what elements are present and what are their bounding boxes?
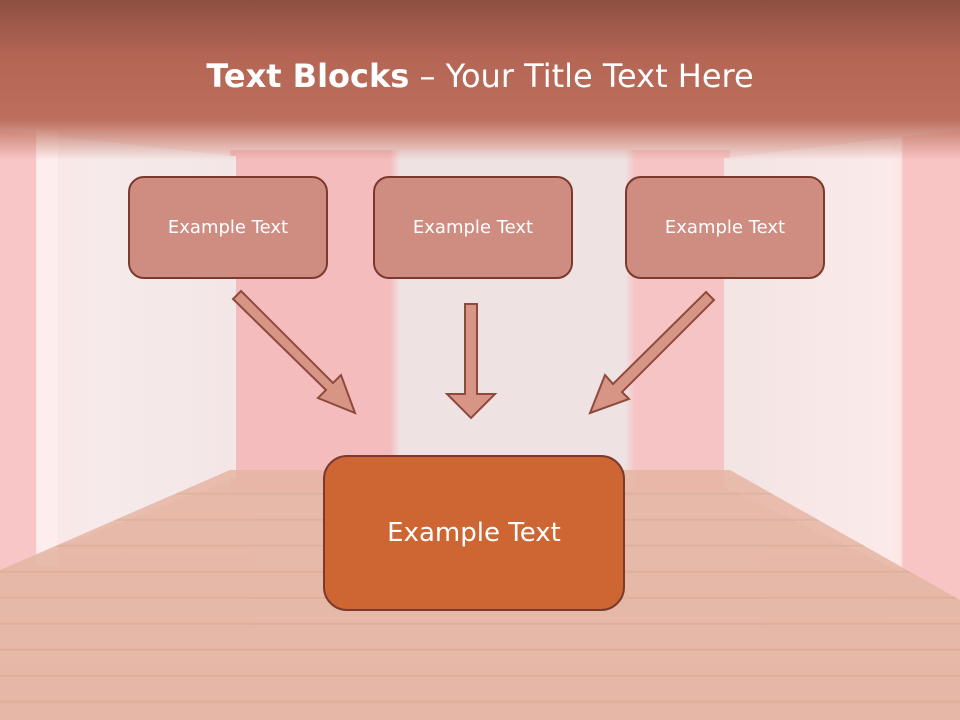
title-bold-part: Text Blocks <box>206 57 410 95</box>
text-block-right-label: Example Text <box>664 217 786 238</box>
text-block-main[interactable]: Example Text <box>323 455 625 611</box>
background-left-pillar <box>36 130 58 566</box>
title-separator: – <box>409 57 446 95</box>
text-block-center[interactable]: Example Text <box>373 176 573 279</box>
text-block-left[interactable]: Example Text <box>128 176 328 279</box>
text-block-center-label: Example Text <box>412 217 534 238</box>
arrow-down-icon <box>444 303 498 420</box>
arrow-down-right-icon <box>231 289 357 415</box>
text-block-right[interactable]: Example Text <box>625 176 825 279</box>
arrow-down-left-icon <box>588 290 716 415</box>
title-band <box>0 0 960 160</box>
title-rest-part: Your Title Text Here <box>445 57 754 95</box>
text-block-left-label: Example Text <box>167 217 289 238</box>
slide-title[interactable]: Text Blocks – Your Title Text Here <box>0 54 960 98</box>
text-block-main-label: Example Text <box>387 518 561 548</box>
